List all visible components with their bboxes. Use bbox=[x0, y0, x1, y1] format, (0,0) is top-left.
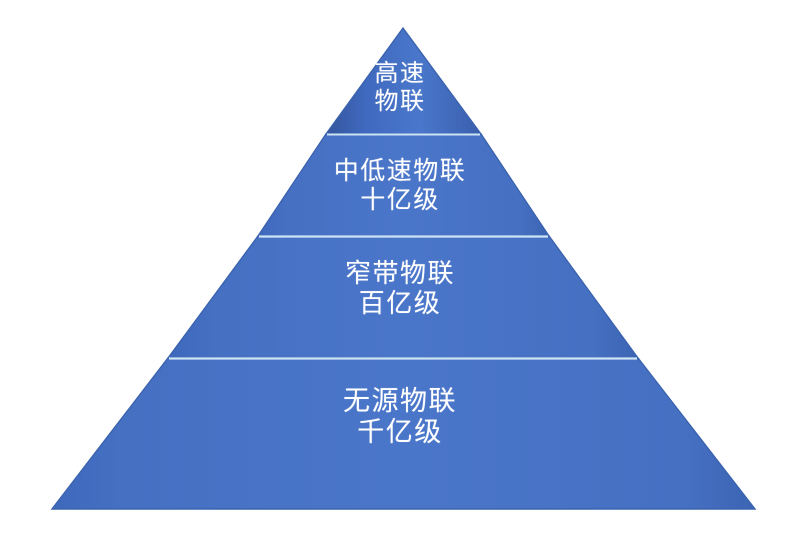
pyramid-tier-1-shape bbox=[324, 26, 483, 135]
pyramid-tier-4-shape bbox=[50, 357, 757, 510]
pyramid-tier-2-shape bbox=[256, 133, 551, 237]
pyramid-tier-3-shape bbox=[166, 235, 640, 359]
